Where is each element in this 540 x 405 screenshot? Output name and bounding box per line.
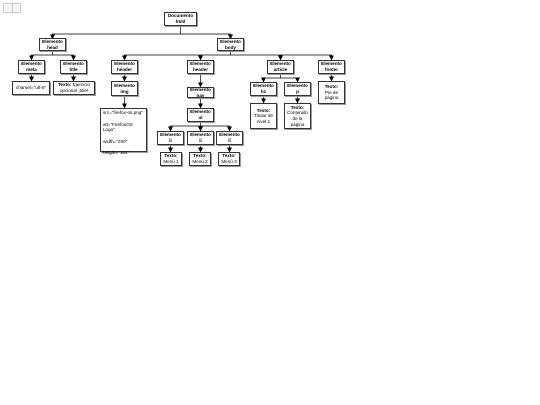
edge-ul-li3 [200, 125, 232, 132]
node-li-2: Elemento li [187, 131, 214, 145]
toolbar[interactable] [3, 3, 21, 13]
node-p-text: Texto: Contenido de la página [284, 103, 311, 129]
attr-src: src="firefox-os.png" [103, 110, 143, 115]
node-img-attributes: src="firefox-os.png" alt="FirefoxOS Logo… [100, 108, 147, 155]
text-label: Texto: [256, 107, 271, 113]
node-line1: Elemento [190, 61, 211, 67]
node-li-1: Elemento li [157, 131, 184, 145]
edge-body-children [122, 51, 231, 61]
node-line1: Elemento [321, 61, 342, 67]
node-footer-text: Texto: Pie de página [318, 81, 345, 104]
edge-body-footer [280, 54, 334, 61]
node-body: Elemento body [217, 38, 244, 51]
node-menu-1: Texto: Menú 1 [160, 152, 182, 166]
node-line1: Elemento [21, 61, 42, 67]
edge-doc-body [180, 33, 233, 40]
text-label: Texto: [290, 104, 305, 110]
node-line2: footer [324, 67, 338, 72]
node-line1: Documento [167, 13, 194, 19]
node-line2: meta [26, 67, 37, 72]
charset-text: charset="utf-8" [15, 85, 47, 91]
node-line2: li [199, 138, 202, 143]
node-article: Elemento article [267, 60, 294, 74]
node-line2: article [273, 67, 288, 72]
text-label: Texto: [193, 153, 207, 159]
node-line2: li [228, 138, 231, 143]
node-line1: Elemento [190, 132, 211, 138]
node-line1: Elemento [42, 38, 63, 44]
node-meta: Elemento meta [18, 60, 45, 74]
text-value: Menú 3 [221, 159, 237, 164]
text-value: Menú 1 [163, 159, 179, 164]
text-value: Contenido de la página [287, 110, 308, 127]
node-line2: body [225, 44, 236, 50]
text-value: Ejercicio opcional ¡title! [59, 82, 91, 93]
node-line1: Elemento [114, 82, 135, 88]
node-title-text: Texto: Ejercicio opcional ¡title! [53, 81, 95, 95]
node-line2: img [120, 88, 129, 94]
text-label: Texto: [222, 153, 236, 159]
node-header-2: Elemento header [187, 60, 214, 74]
node-line1: Elemento [219, 132, 240, 138]
node-menu-3: Texto: Menú 3 [218, 152, 240, 166]
node-line2: nav [196, 92, 205, 98]
edge-article-h1 [261, 74, 281, 83]
node-line2: ul [198, 115, 203, 120]
edge-head-meta [29, 51, 53, 61]
node-h1-text: Texto: Titular de nivel 1 [250, 103, 277, 129]
node-img: Elemento img [111, 81, 138, 96]
node-line2: p [296, 89, 299, 94]
node-menu-2: Texto: Menú 2 [189, 152, 211, 166]
edge-article-p [280, 77, 300, 83]
node-header-1: Elemento header [111, 60, 138, 74]
node-charset: charset="utf-8" [12, 81, 50, 95]
node-h1: Elemento h1 [250, 82, 277, 96]
text-label: Texto: [57, 82, 72, 88]
node-p: Elemento p [284, 82, 311, 96]
edge-head-title [52, 54, 76, 61]
edge-doc-head [50, 26, 181, 40]
node-line1: Elemento [270, 61, 291, 67]
node-footer: Elemento footer [318, 60, 345, 74]
text-label: Texto: [164, 153, 178, 159]
attr-alt: alt="FirefoxOS Logo" [103, 121, 133, 133]
node-line1: Elemento [253, 83, 274, 89]
node-line1: Elemento [114, 61, 135, 67]
node-line2: header [192, 67, 209, 72]
node-title: Elemento title [60, 60, 87, 74]
node-line2: li [169, 138, 172, 143]
node-line1: Elemento [190, 109, 211, 115]
text-value: Menú 2 [192, 159, 208, 164]
node-line2: header [116, 67, 133, 72]
node-line2: title [69, 67, 78, 72]
node-line1: Elemento [160, 132, 181, 138]
toolbar-button-left[interactable] [4, 4, 13, 12]
edge-body-article [230, 54, 283, 61]
node-line2: h1 [260, 89, 267, 94]
node-line1: Elemento [287, 83, 308, 89]
edge-ul-li [168, 122, 201, 132]
node-line1: Elemento [220, 38, 241, 44]
title-text-content: Texto: Ejercicio opcional ¡title! [54, 82, 94, 93]
text-label: Texto: [324, 84, 339, 90]
text-value: Pie de página [324, 89, 339, 101]
attr-height: height="164" [103, 150, 130, 156]
node-documento-html: Documento html [164, 12, 197, 26]
text-value: Titular de nivel 1 [254, 113, 273, 124]
attr-width: width="200" [103, 138, 128, 144]
node-ul: Elemento ul [187, 108, 214, 122]
node-head: Elemento head [39, 38, 66, 51]
node-nav: Elemento nav [187, 87, 214, 98]
node-line1: Elemento [63, 61, 84, 67]
node-li-3: Elemento li [216, 131, 243, 145]
node-line1: Elemento [190, 86, 211, 92]
node-line2: head [47, 44, 58, 50]
node-line2: html [175, 19, 186, 24]
